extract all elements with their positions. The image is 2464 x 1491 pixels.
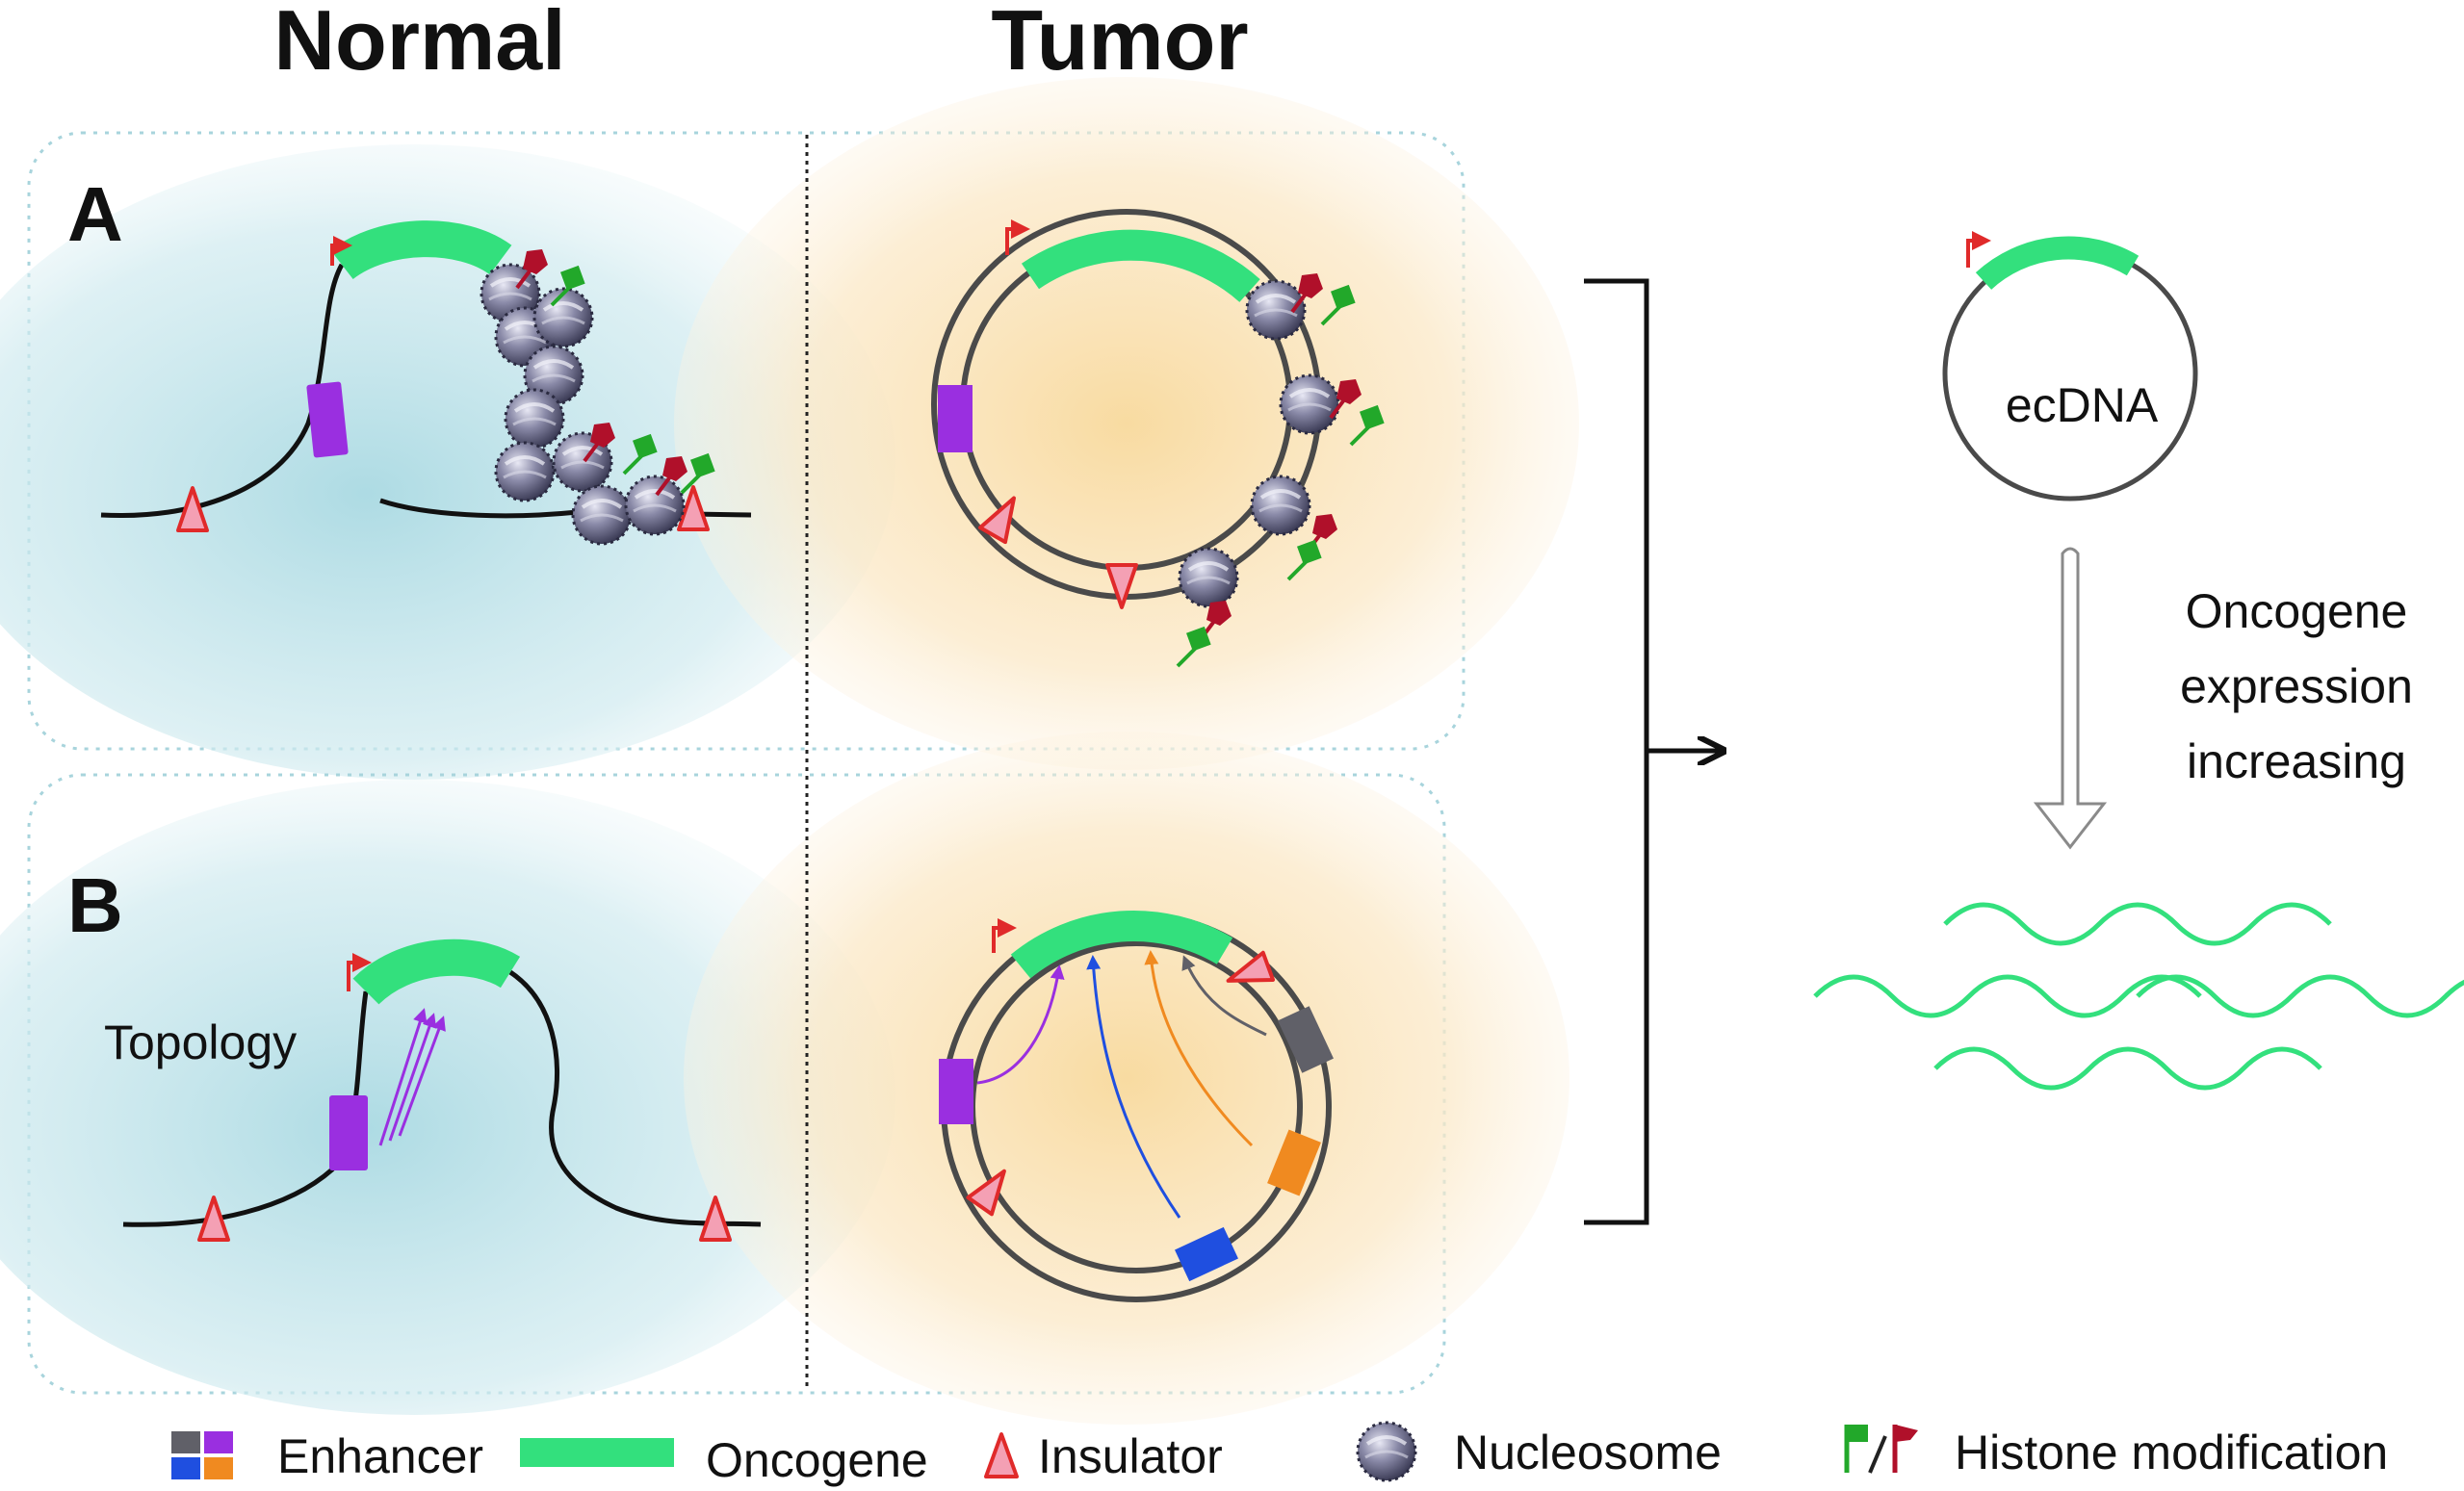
enhancer-tumor-a	[938, 385, 973, 452]
legend-insulator-swatch	[984, 1432, 1019, 1478]
promoter-arrow-ecdna	[1966, 231, 1991, 268]
enhancer-tumor-b-purple	[939, 1059, 973, 1124]
promoter-arrow-normal-b	[347, 953, 372, 991]
ecdna-summary: ecDNA Oncogene expression increasing	[1813, 231, 2464, 1091]
loop-arrow-purple	[976, 964, 1065, 1085]
promoter-arrow-tumor-a	[1005, 219, 1030, 255]
ecdna-label: ecDNA	[2006, 378, 2159, 432]
expression-hollow-arrow	[2033, 547, 2108, 850]
legend: Enhancer Oncogene Insulator Nucleosome H…	[171, 1421, 2388, 1487]
loop-arrow-orange	[1144, 950, 1254, 1147]
normal-b-chromatin: Topology	[104, 938, 762, 1242]
summary-bracket	[1584, 278, 1724, 1225]
expression-label-line3: increasing	[2187, 734, 2406, 788]
heading-normal: Normal	[273, 0, 565, 88]
promoter-arrow-normal-a	[330, 236, 352, 266]
transcript-4	[1933, 1046, 2322, 1091]
legend-histone-label: Histone modification	[1955, 1426, 2388, 1479]
topology-arrows-normal-b	[378, 1008, 446, 1146]
enhancer-normal-a	[306, 381, 349, 458]
legend-oncogene-label: Oncogene	[706, 1433, 928, 1487]
topology-label: Topology	[104, 1015, 297, 1069]
oncogene-tumor-a	[1021, 229, 1260, 303]
enhancer-tumor-b-blue	[1175, 1226, 1238, 1282]
oncogene-normal-a	[330, 220, 512, 280]
legend-nucleosome-swatch	[1356, 1421, 1417, 1482]
ecdna-circle	[1942, 245, 2198, 501]
tumor-bg-b	[684, 732, 1569, 1425]
normal-a-chromatin	[100, 220, 752, 546]
tumor-b-ecdna-ring	[939, 911, 1334, 1302]
panel-b-frame	[0, 732, 1569, 1425]
legend-insulator-label: Insulator	[1038, 1429, 1223, 1483]
loop-arrow-blue	[1086, 955, 1181, 1219]
transcript-3	[2136, 974, 2464, 1018]
transcript-2	[1813, 974, 2202, 1018]
oncogene-tumor-b	[1010, 911, 1233, 979]
panel-label-a: A	[67, 171, 123, 257]
loop-arrow-gray	[1181, 955, 1267, 1037]
mrna-transcripts	[1813, 902, 2464, 1091]
normal-bg-a	[0, 144, 895, 780]
tumor-bg-a	[674, 77, 1579, 770]
normal-bg-b	[0, 780, 895, 1415]
legend-histone-swatch	[1844, 1425, 1918, 1474]
panel-label-b: B	[67, 862, 123, 948]
expression-label-line1: Oncogene	[2186, 584, 2408, 638]
heading-tumor: Tumor	[991, 0, 1248, 88]
legend-nucleosome-label: Nucleosome	[1454, 1426, 1722, 1479]
oncogene-ecdna	[1975, 236, 2140, 290]
legend-oncogene-swatch	[520, 1438, 674, 1467]
legend-enhancer-label: Enhancer	[277, 1429, 483, 1483]
transcript-1	[1943, 902, 2332, 946]
enhancer-tumor-b-gray	[1278, 1006, 1334, 1073]
expression-label-line2: expression	[2180, 659, 2413, 713]
tumor-a-ecdna-ring	[931, 209, 1387, 668]
promoter-arrow-tumor-b	[992, 918, 1017, 953]
panel-a-frame	[0, 77, 1579, 780]
legend-enhancer-swatch	[171, 1431, 233, 1479]
enhancer-tumor-b-orange	[1267, 1129, 1321, 1196]
enhancer-normal-b	[329, 1095, 368, 1170]
oncogene-normal-b	[352, 938, 521, 1006]
